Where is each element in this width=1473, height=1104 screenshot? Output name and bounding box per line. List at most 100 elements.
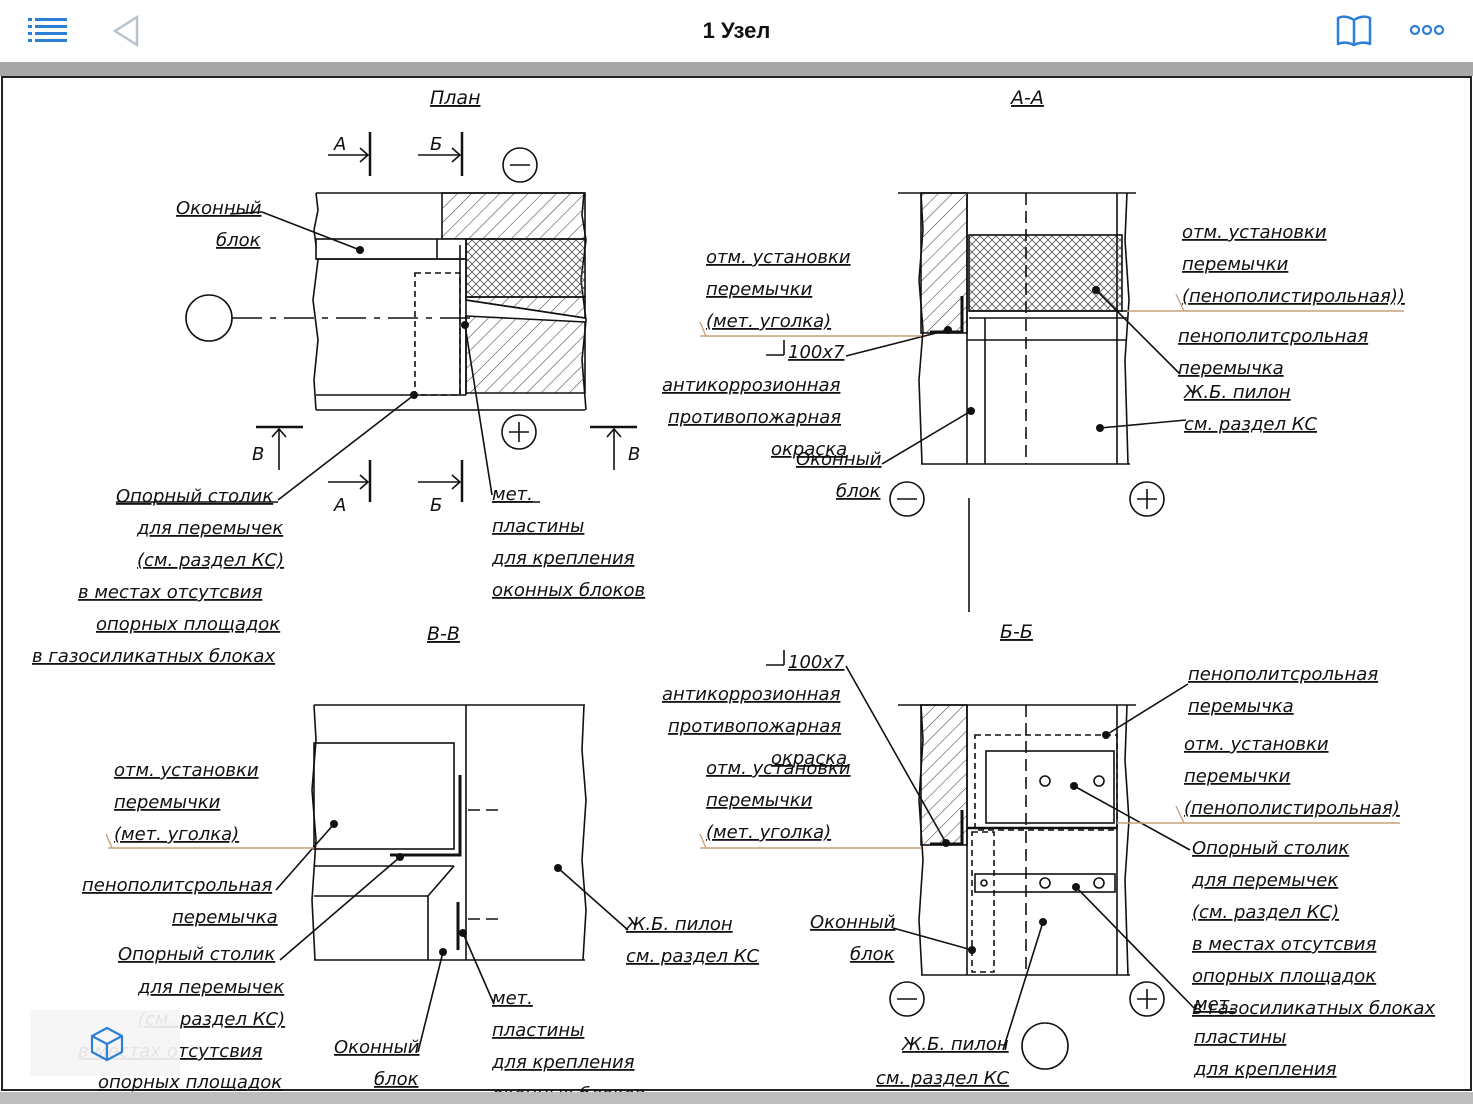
svg-text:отм. установки: отм. установки [1182, 222, 1327, 243]
svg-text:антикоррозионная: антикоррозионная [662, 375, 841, 396]
bb-tan-leaders [699, 805, 1400, 849]
svg-text:перемычка: перемычка [172, 907, 278, 928]
svg-text:Ж.Б. пилон: Ж.Б. пилон [1183, 382, 1291, 403]
svg-text:(см. раздел КС): (см. раздел КС) [137, 550, 284, 571]
svg-text:см. раздел КС: см. раздел КС [1184, 414, 1317, 435]
svg-text:опорных площадок: опорных площадок [1192, 966, 1376, 987]
svg-text:Оконный: Оконный [796, 449, 882, 470]
svg-text:Оконный: Оконный [176, 198, 262, 219]
bb-markers [942, 731, 1110, 954]
svg-text:противопожарная: противопожарная [668, 407, 841, 428]
svg-text:см. раздел КС: см. раздел КС [876, 1068, 1009, 1089]
more-dots-icon [1409, 24, 1445, 36]
svg-text:перемычки: перемычки [114, 792, 221, 813]
svg-text:отм. установки: отм. установки [114, 760, 259, 781]
bottom-strip [0, 1092, 1473, 1104]
svg-text:оконных блоков: оконных блоков [492, 580, 645, 601]
svg-text:(см. раздел КС): (см. раздел КС) [1192, 902, 1339, 923]
book-button[interactable] [1334, 12, 1374, 48]
svg-text:противопожарная: противопожарная [668, 716, 841, 737]
svg-text:блок: блок [216, 230, 261, 251]
aa-tan-leaders [699, 293, 1404, 337]
3d-view-button[interactable] [30, 1010, 180, 1076]
svg-text:пенополитсрольная: пенополитсрольная [1188, 664, 1378, 685]
svg-text:мет.: мет. [492, 484, 533, 505]
svg-text:А: А [333, 495, 346, 516]
menu-button[interactable] [26, 14, 70, 46]
svg-text:см. раздел КС: см. раздел КС [626, 946, 759, 967]
svg-text:А-А: А-А [1009, 87, 1044, 109]
drawing-canvas[interactable]: План А Б А Б В В Оконный блок Опорный ст… [0, 76, 1473, 1104]
svg-text:оконных блоков: оконных блоков [492, 1084, 645, 1092]
svg-text:мет.: мет. [1194, 994, 1235, 1015]
svg-text:отм. установки: отм. установки [706, 247, 851, 268]
divider-bar [0, 62, 1473, 76]
svg-text:(мет. уголка): (мет. уголка) [114, 824, 239, 845]
svg-text:Б: Б [430, 495, 442, 516]
svg-text:в газосиликатных блоках: в газосиликатных блоках [32, 646, 275, 667]
svg-text:для перемычек: для перемычек [1191, 870, 1338, 891]
technical-drawing: План А Б А Б В В Оконный блок Опорный ст… [1, 76, 1472, 1104]
svg-text:пластины: пластины [1194, 1027, 1286, 1048]
svg-text:опорных площадок: опорных площадок [96, 614, 280, 635]
top-bar: 1 Узел [0, 0, 1473, 62]
section-aa [766, 192, 1187, 612]
svg-text:перемычки: перемычки [706, 279, 813, 300]
bb-labels: Б-Б 100х7 антикоррозионная противопожарн… [662, 621, 1435, 1089]
svg-text:для перемычек: для перемычек [136, 518, 283, 539]
svg-text:Опорный столик: Опорный столик [116, 486, 273, 507]
svg-text:(пенополистирольная)): (пенополистирольная)) [1182, 286, 1405, 307]
section-bb [766, 650, 1197, 1070]
svg-text:отм. установки: отм. установки [1184, 734, 1329, 755]
svg-text:блок: блок [836, 481, 881, 502]
plan-markers [356, 246, 469, 399]
svg-text:Ж.Б. пилон: Ж.Б. пилон [625, 914, 733, 935]
svg-text:перемычки: перемычки [706, 790, 813, 811]
svg-text:(мет. уголка): (мет. уголка) [706, 311, 831, 332]
svg-text:пенополитсрольная: пенополитсрольная [82, 875, 272, 896]
book-icon [1336, 15, 1372, 47]
back-button[interactable] [110, 14, 142, 48]
svg-text:для крепления: для крепления [491, 1052, 635, 1073]
svg-text:(мет. уголка): (мет. уголка) [706, 822, 831, 843]
vv-markers [330, 820, 562, 956]
more-button[interactable] [1408, 20, 1448, 40]
svg-text:пластины: пластины [492, 516, 584, 537]
svg-text:для перемычек: для перемычек [137, 977, 284, 998]
cube-icon [90, 1026, 124, 1062]
svg-text:антикоррозионная: антикоррозионная [662, 684, 841, 705]
plan-labels: План А Б А Б В В Оконный блок Опорный ст… [32, 87, 645, 667]
back-triangle-icon [112, 14, 139, 48]
svg-text:перемычки: перемычки [1184, 766, 1291, 787]
svg-text:перемычка: перемычка [1188, 696, 1294, 717]
svg-text:100х7: 100х7 [788, 652, 845, 673]
svg-text:блок: блок [850, 944, 895, 965]
svg-text:мет.: мет. [492, 988, 533, 1009]
svg-text:Опорный столик: Опорный столик [118, 944, 275, 965]
svg-text:отм. установки: отм. установки [706, 758, 851, 779]
svg-text:окраска: окраска [771, 748, 847, 769]
svg-text:Опорный столик: Опорный столик [1192, 838, 1349, 859]
page-title: 1 Узел [702, 18, 771, 43]
list-menu-icon [28, 18, 67, 42]
svg-text:опорных площадок: опорных площадок [98, 1072, 282, 1092]
svg-text:План: План [430, 87, 481, 109]
svg-text:в местах отсутсвия: в местах отсутсвия [1192, 934, 1377, 955]
svg-text:перемычка: перемычка [1178, 358, 1284, 379]
svg-text:перемычки: перемычки [1182, 254, 1289, 275]
svg-text:для крепления: для крепления [1193, 1059, 1337, 1080]
svg-text:окраска: окраска [771, 439, 847, 460]
svg-text:Б-Б: Б-Б [1000, 621, 1033, 643]
vv-labels: В-В отм. установки перемычки (мет. уголк… [78, 623, 759, 1104]
svg-text:блок: блок [374, 1069, 419, 1090]
svg-text:пенополитсрольная: пенополитсрольная [1178, 326, 1368, 347]
section-vv [275, 704, 629, 1053]
svg-text:В: В [252, 444, 264, 465]
svg-text:пластины: пластины [492, 1020, 584, 1041]
svg-text:В-В: В-В [427, 623, 460, 645]
svg-text:в местах отсутсвия: в местах отсутсвия [78, 582, 263, 603]
svg-text:(пенополистирольная): (пенополистирольная) [1184, 798, 1400, 819]
svg-text:А: А [333, 134, 346, 155]
vv-tan-leaders [105, 833, 314, 849]
svg-text:Б: Б [430, 134, 442, 155]
